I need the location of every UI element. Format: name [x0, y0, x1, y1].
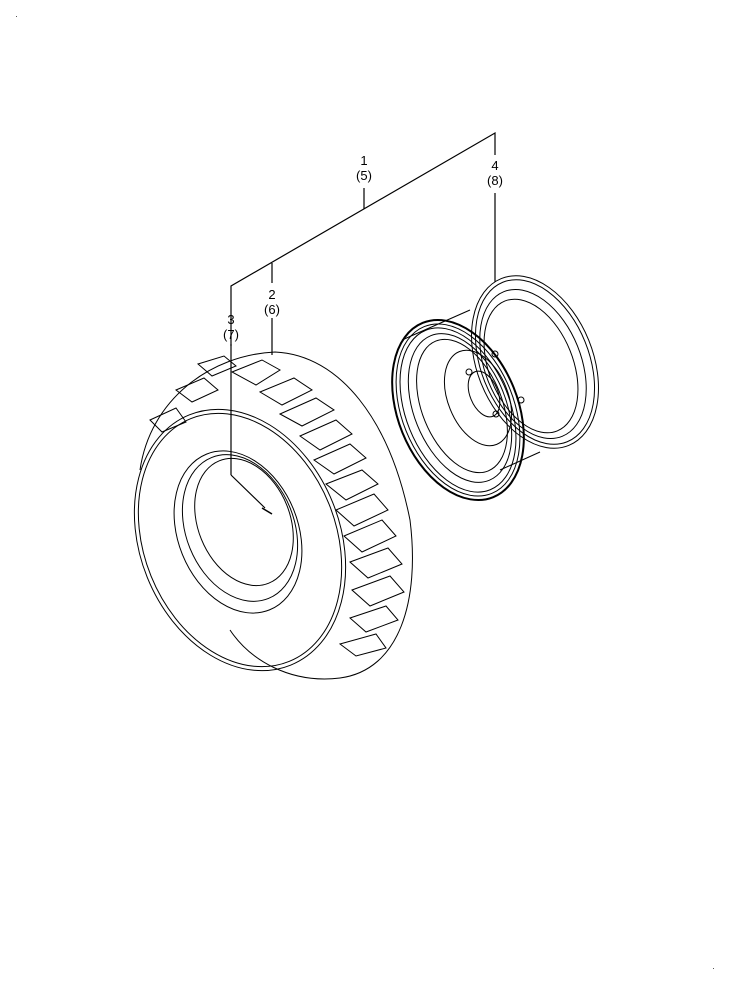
callout-2: 2 (6)	[257, 287, 287, 317]
leader-lines	[230, 131, 496, 509]
tire-drawing	[133, 351, 413, 680]
callout-4-alt: (8)	[487, 173, 503, 188]
callout-1-number: 1	[360, 153, 368, 168]
callout-4: 4 (8)	[480, 158, 510, 188]
callout-3-number: 3	[227, 312, 235, 327]
callout-4-number: 4	[491, 158, 499, 173]
callout-3-alt: (7)	[223, 327, 239, 342]
callout-1: 1 (5)	[349, 153, 379, 183]
callout-3: 3 (7)	[216, 312, 246, 342]
rim-drawing	[391, 275, 599, 502]
tread-pattern	[149, 355, 405, 657]
corner-mark	[713, 968, 714, 969]
corner-mark	[16, 16, 17, 17]
callout-2-number: 2	[268, 287, 276, 302]
callout-1-alt: (5)	[356, 168, 372, 183]
callout-2-alt: (6)	[264, 302, 280, 317]
